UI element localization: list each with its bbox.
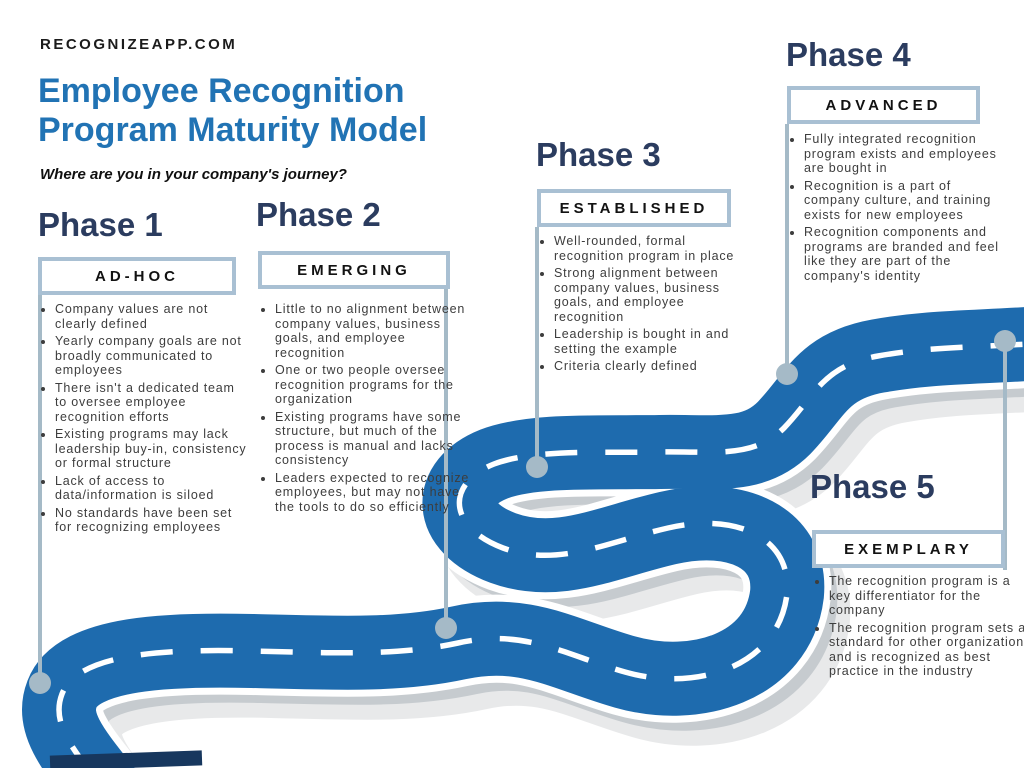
- phase-2-bullet-list: Little to no alignment between company v…: [258, 302, 479, 517]
- phase-3-label: ESTABLISHED: [559, 199, 709, 217]
- bullet-item: Well-rounded, formal recognition program…: [554, 234, 758, 263]
- phase-4-marker: [776, 124, 798, 385]
- phase-4-heading: Phase 4: [786, 36, 911, 73]
- phase-5-heading: Phase 5: [810, 468, 935, 505]
- bullet-item: Existing programs have some structure, b…: [275, 410, 479, 468]
- phase-3-label-box: ESTABLISHED: [537, 189, 731, 227]
- phase-1-marker: [29, 295, 51, 694]
- page-title: Employee Recognition Program Maturity Mo…: [38, 72, 558, 150]
- milestone-dot: [29, 672, 51, 694]
- milestone-dot: [776, 363, 798, 385]
- bullet-item: The recognition program sets a standard …: [829, 621, 1024, 679]
- phase-1-label: AD-HOC: [95, 267, 179, 285]
- road-center-dashes: [56, 341, 1024, 768]
- bullet-item: No standards have been set for recognizi…: [55, 506, 251, 535]
- phase-1-heading: Phase 1: [38, 206, 163, 243]
- phase-5-label: EXEMPLARY: [844, 540, 973, 558]
- phase-4-bullet-list: Fully integrated recognition program exi…: [787, 132, 1008, 286]
- bullet-item: Leadership is bought in and setting the …: [554, 327, 758, 356]
- phase-3-heading: Phase 3: [536, 136, 661, 173]
- page-subtitle: Where are you in your company's journey?: [40, 166, 347, 183]
- phase-1-bullet-list: Company values are not clearly definedYe…: [38, 302, 251, 538]
- bullet-item: Recognition is a part of company culture…: [804, 179, 1008, 223]
- bullet-item: Yearly company goals are not broadly com…: [55, 334, 251, 378]
- phase-4-label-box: ADVANCED: [787, 86, 980, 124]
- site-url: RECOGNIZEAPP.COM: [40, 36, 238, 53]
- phase-2-marker: [435, 289, 457, 639]
- bullet-item: Recognition components and programs are …: [804, 225, 1008, 283]
- bullet-item: Leaders expected to recognize employees,…: [275, 471, 479, 515]
- bullet-item: One or two people oversee recognition pr…: [275, 363, 479, 407]
- bullet-item: Little to no alignment between company v…: [275, 302, 479, 360]
- milestone-dot: [526, 456, 548, 478]
- bullet-item: Fully integrated recognition program exi…: [804, 132, 1008, 176]
- page-title-line1: Employee Recognition: [38, 72, 405, 110]
- phase-2-label: EMERGING: [297, 261, 411, 279]
- bullet-item: The recognition program is a key differe…: [829, 574, 1024, 618]
- phase-5-bullet-list: The recognition program is a key differe…: [812, 574, 1024, 682]
- bullet-item: Company values are not clearly defined: [55, 302, 251, 331]
- phase-2-heading: Phase 2: [256, 196, 381, 233]
- phase-5-label-box: EXEMPLARY: [812, 530, 1005, 568]
- bullet-item: Lack of access to data/information is si…: [55, 474, 251, 503]
- road-cut-edge: [49, 750, 203, 768]
- milestone-dot: [994, 330, 1016, 352]
- bullet-item: Existing programs may lack leadership bu…: [55, 427, 251, 471]
- phase-1-label-box: AD-HOC: [38, 257, 236, 295]
- phase-3-bullet-list: Well-rounded, formal recognition program…: [537, 234, 758, 377]
- phase-2-label-box: EMERGING: [258, 251, 450, 289]
- phase-4-label: ADVANCED: [825, 96, 942, 114]
- bullet-item: There isn't a dedicated team to oversee …: [55, 381, 251, 425]
- phase-5-marker: [994, 330, 1016, 570]
- bullet-item: Strong alignment between company values,…: [554, 266, 758, 324]
- phase-3-marker: [526, 227, 548, 478]
- bullet-item: Criteria clearly defined: [554, 359, 758, 374]
- milestone-dot: [435, 617, 457, 639]
- page-title-line2: Program Maturity Model: [38, 111, 428, 149]
